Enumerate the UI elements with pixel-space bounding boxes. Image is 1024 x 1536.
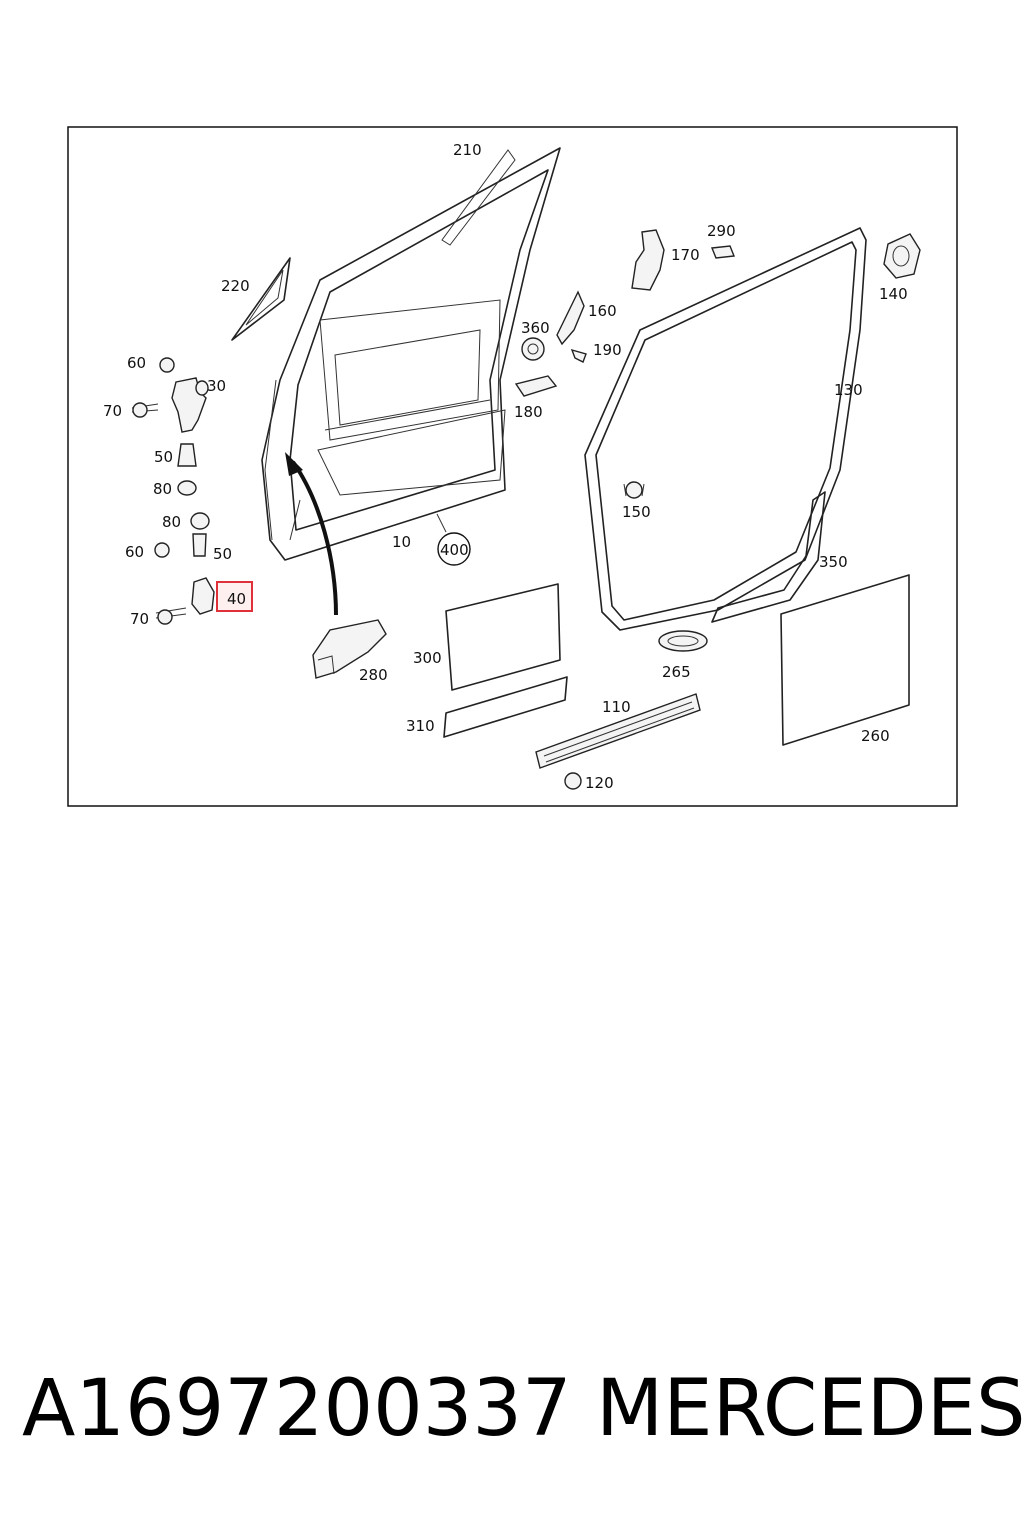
- part-180-clip: [514, 375, 558, 397]
- label-150: 150: [622, 503, 651, 521]
- label-30: 30: [207, 377, 226, 395]
- label-70-lower: 70: [130, 610, 149, 628]
- label-300: 300: [413, 649, 442, 667]
- label-50-upper: 50: [154, 448, 173, 466]
- label-140: 140: [879, 285, 908, 303]
- label-400: 400: [440, 541, 469, 559]
- part-120-screw: [564, 772, 582, 790]
- part-190-clip: [570, 348, 587, 363]
- label-220: 220: [221, 277, 250, 295]
- label-280: 280: [359, 666, 388, 684]
- label-60-lower: 60: [125, 543, 144, 561]
- part-140-handle-base: [883, 233, 921, 279]
- door-shell: [261, 147, 561, 561]
- label-290: 290: [707, 222, 736, 240]
- label-130: 130: [834, 381, 863, 399]
- label-265: 265: [662, 663, 691, 681]
- callout-labels: 210 220 60 30 70 50 80 80 60 50 40 70 10…: [103, 141, 908, 792]
- part-290-cap: [711, 245, 735, 259]
- label-180: 180: [514, 403, 543, 421]
- part-360-grommet: [521, 337, 545, 361]
- label-310: 310: [406, 717, 435, 735]
- label-190: 190: [593, 341, 622, 359]
- part-280-cable-boot: [312, 619, 387, 679]
- label-260: 260: [861, 727, 890, 745]
- label-170: 170: [671, 246, 700, 264]
- arrow: [291, 460, 338, 616]
- label-80-lower: 80: [162, 513, 181, 531]
- brand-name: MERCEDES: [596, 1364, 1024, 1454]
- part-400-circle: [437, 532, 471, 566]
- highlight-box-40: [216, 581, 253, 612]
- label-120: 120: [585, 774, 614, 792]
- part-310-strip: [443, 676, 568, 738]
- label-60-upper: 60: [127, 354, 146, 372]
- label-350: 350: [819, 553, 848, 571]
- part-150-clip: [623, 481, 645, 499]
- label-50-lower: 50: [213, 545, 232, 563]
- diagram-frame: [67, 126, 958, 807]
- part-110-sill: [535, 693, 701, 769]
- label-10: 10: [392, 533, 411, 551]
- part-260-film: [780, 574, 910, 746]
- label-40: 40: [227, 590, 246, 608]
- label-80-upper: 80: [153, 480, 172, 498]
- part-265-grommet: [658, 630, 708, 652]
- part-170-lock: [631, 229, 665, 291]
- label-160: 160: [588, 302, 617, 320]
- label-210: 210: [453, 141, 482, 159]
- part-350-strip: [711, 491, 826, 623]
- part-220-corner-trim: [231, 257, 291, 341]
- part-210-window-strip: [441, 149, 516, 246]
- label-70-upper: 70: [103, 402, 122, 420]
- label-360: 360: [521, 319, 550, 337]
- label-110: 110: [602, 698, 631, 716]
- upper-hinge: [131, 357, 210, 558]
- part-300-film: [445, 583, 561, 691]
- lower-hinge: [155, 577, 215, 625]
- part-number: A1697200337: [22, 1364, 572, 1454]
- part-160-bracket: [556, 290, 585, 346]
